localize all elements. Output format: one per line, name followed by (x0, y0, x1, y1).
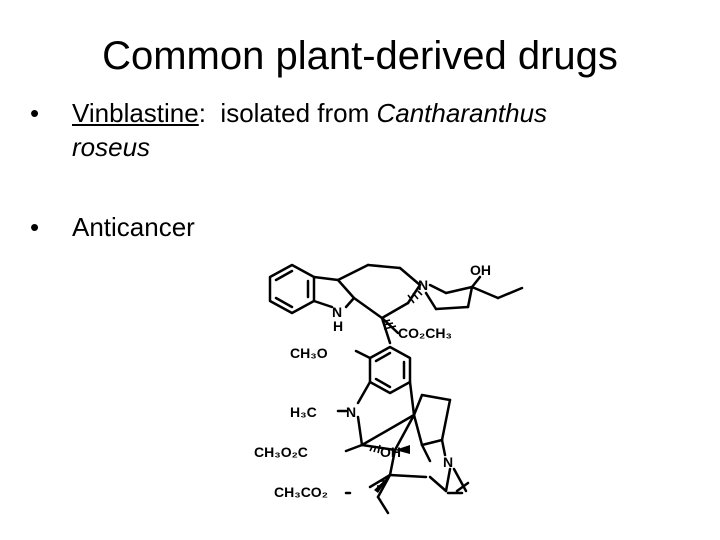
term-colon: : (198, 98, 206, 128)
bullet-text: isolated from (205, 98, 377, 128)
bullet-dot: • (30, 212, 40, 242)
bullet-anticancer: • Anticancer (30, 210, 690, 244)
label-nh-h: H (333, 318, 343, 334)
label-nh-n: N (332, 304, 342, 320)
bullet-vinblastine: • Vinblastine: isolated from Cantharanth… (30, 96, 690, 164)
species-epithet: roseus (72, 132, 151, 162)
label-ch3o: CH₃O (290, 345, 328, 361)
bullet-list: • Vinblastine: isolated from Cantharanth… (30, 96, 690, 244)
label-n-top: N (418, 277, 428, 293)
label-h3c: H₃C (290, 404, 317, 420)
vinblastine-structure-diagram: OH N N H CO₂CH₃ CH₃O H₃C N CH₃O₂C OH N C… (254, 262, 524, 515)
label-oh-top: OH (470, 262, 491, 278)
bullet-dot: • (30, 98, 40, 128)
label-n-mid: N (346, 404, 356, 420)
bullet-text: Anticancer (72, 212, 195, 242)
drug-name: Vinblastine (72, 98, 199, 128)
species-genus: Cantharanthus (376, 98, 548, 128)
label-ch3o2c: CH₃O₂C (254, 444, 308, 460)
label-ch3co2: CH₃CO₂ (274, 484, 328, 500)
slide-title: Common plant-derived drugs (102, 34, 618, 78)
label-n-right: N (443, 454, 453, 470)
label-co2ch3: CO₂CH₃ (398, 325, 452, 341)
label-oh-bottom: OH (380, 444, 401, 460)
